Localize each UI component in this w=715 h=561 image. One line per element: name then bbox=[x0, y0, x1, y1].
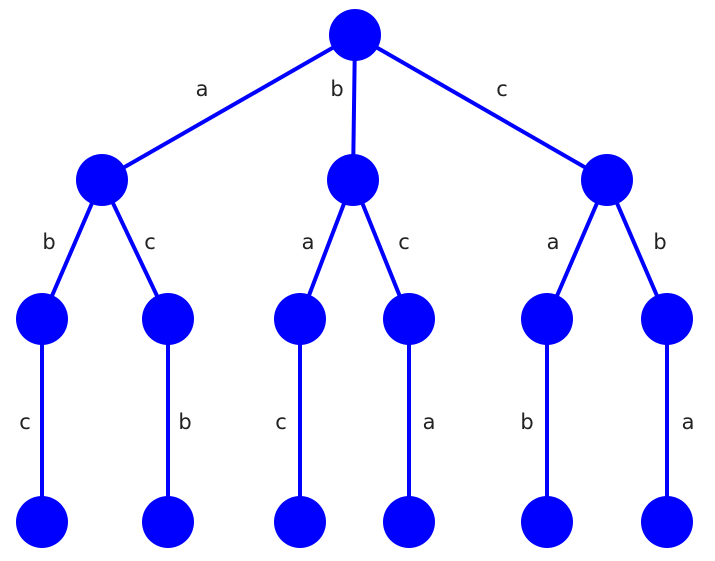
edge-label-ba-bac: c bbox=[275, 410, 287, 434]
node-acb bbox=[142, 496, 194, 548]
edge-label-cb-cba: a bbox=[682, 410, 695, 434]
edge-labels-layer: a b c b c a c a b c b c a b a bbox=[19, 77, 694, 434]
node-r bbox=[329, 9, 381, 61]
node-ab bbox=[16, 293, 68, 345]
edge-r-c bbox=[353, 33, 609, 182]
edge-label-bc-bca: a bbox=[423, 410, 436, 434]
node-cab bbox=[521, 496, 573, 548]
edge-label-b-bc: c bbox=[398, 230, 410, 254]
edge-label-a-ac: c bbox=[144, 230, 156, 254]
edge-r-a bbox=[100, 33, 357, 182]
edge-label-r-c: c bbox=[496, 77, 508, 101]
edge-label-r-a: a bbox=[196, 77, 209, 101]
node-abc bbox=[16, 496, 68, 548]
node-ca bbox=[521, 293, 573, 345]
edge-label-ca-cab: b bbox=[520, 410, 533, 434]
edge-label-c-ca: a bbox=[547, 230, 560, 254]
edges-layer bbox=[40, 33, 669, 524]
node-cb bbox=[641, 293, 693, 345]
edge-label-b-ba: a bbox=[302, 230, 315, 254]
node-a bbox=[76, 154, 128, 206]
edge-label-c-cb: b bbox=[653, 230, 666, 254]
edge-label-ab-abc: c bbox=[19, 410, 31, 434]
nodes-layer bbox=[16, 9, 693, 548]
node-c bbox=[581, 154, 633, 206]
edge-label-r-b: b bbox=[330, 77, 343, 101]
node-ba bbox=[274, 293, 326, 345]
node-b bbox=[327, 154, 379, 206]
node-bc bbox=[383, 293, 435, 345]
edge-label-ac-acb: b bbox=[178, 410, 191, 434]
node-cba bbox=[641, 496, 693, 548]
node-bca bbox=[383, 496, 435, 548]
node-bac bbox=[274, 496, 326, 548]
node-ac bbox=[142, 293, 194, 345]
edge-label-a-ab: b bbox=[42, 230, 55, 254]
